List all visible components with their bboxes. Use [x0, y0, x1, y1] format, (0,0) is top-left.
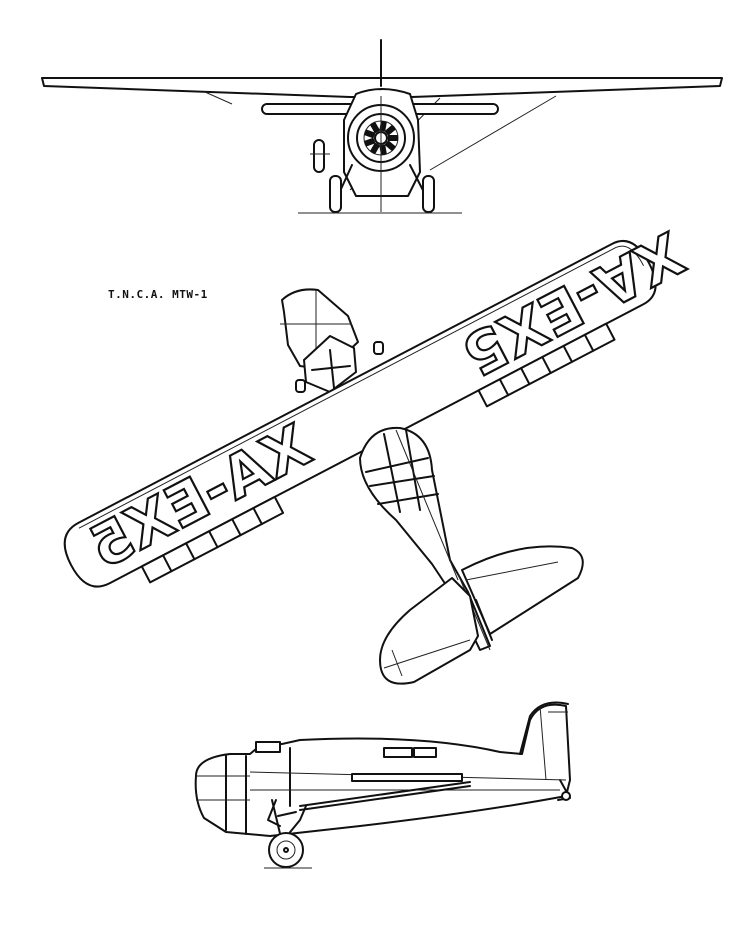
side-view-tail-wheel: [561, 791, 571, 801]
front-view-wing: [41, 77, 723, 98]
front-view: [41, 39, 723, 214]
side-view-cockpit: [255, 741, 437, 807]
top-view-wing: XA-EX5 XA-EX5: [63, 217, 696, 588]
engine-cylinder: [384, 140, 396, 152]
side-view-fuselage: [194, 703, 571, 837]
engine-cylinder: [384, 124, 396, 136]
right-aileron: [477, 322, 616, 408]
top-view-horizontal-tail: [379, 545, 584, 685]
side-view-cowling: [196, 755, 250, 835]
engine-cylinder: [388, 135, 398, 141]
engine-cylinder: [369, 121, 381, 134]
engine-cylinder: [369, 142, 381, 155]
side-view-wing-root: [299, 773, 471, 811]
engine-cylinders: [363, 120, 398, 156]
engine-cylinder: [363, 129, 376, 139]
front-view-left-wheel: [329, 175, 342, 213]
top-view: XA-EX5 XA-EX5: [63, 217, 696, 685]
aircraft-designation-label: T.N.C.A. MTW-1: [108, 288, 208, 301]
side-view-landing-gear: [267, 799, 307, 868]
engine-cylinder: [363, 137, 376, 147]
registration-right-wing: XA-EX5: [452, 218, 695, 389]
left-aileron: [140, 495, 285, 584]
front-view-right-wheel: [422, 175, 435, 213]
top-view-nose: [280, 288, 384, 393]
side-view-wheel: [268, 832, 304, 868]
side-view: [194, 701, 571, 869]
